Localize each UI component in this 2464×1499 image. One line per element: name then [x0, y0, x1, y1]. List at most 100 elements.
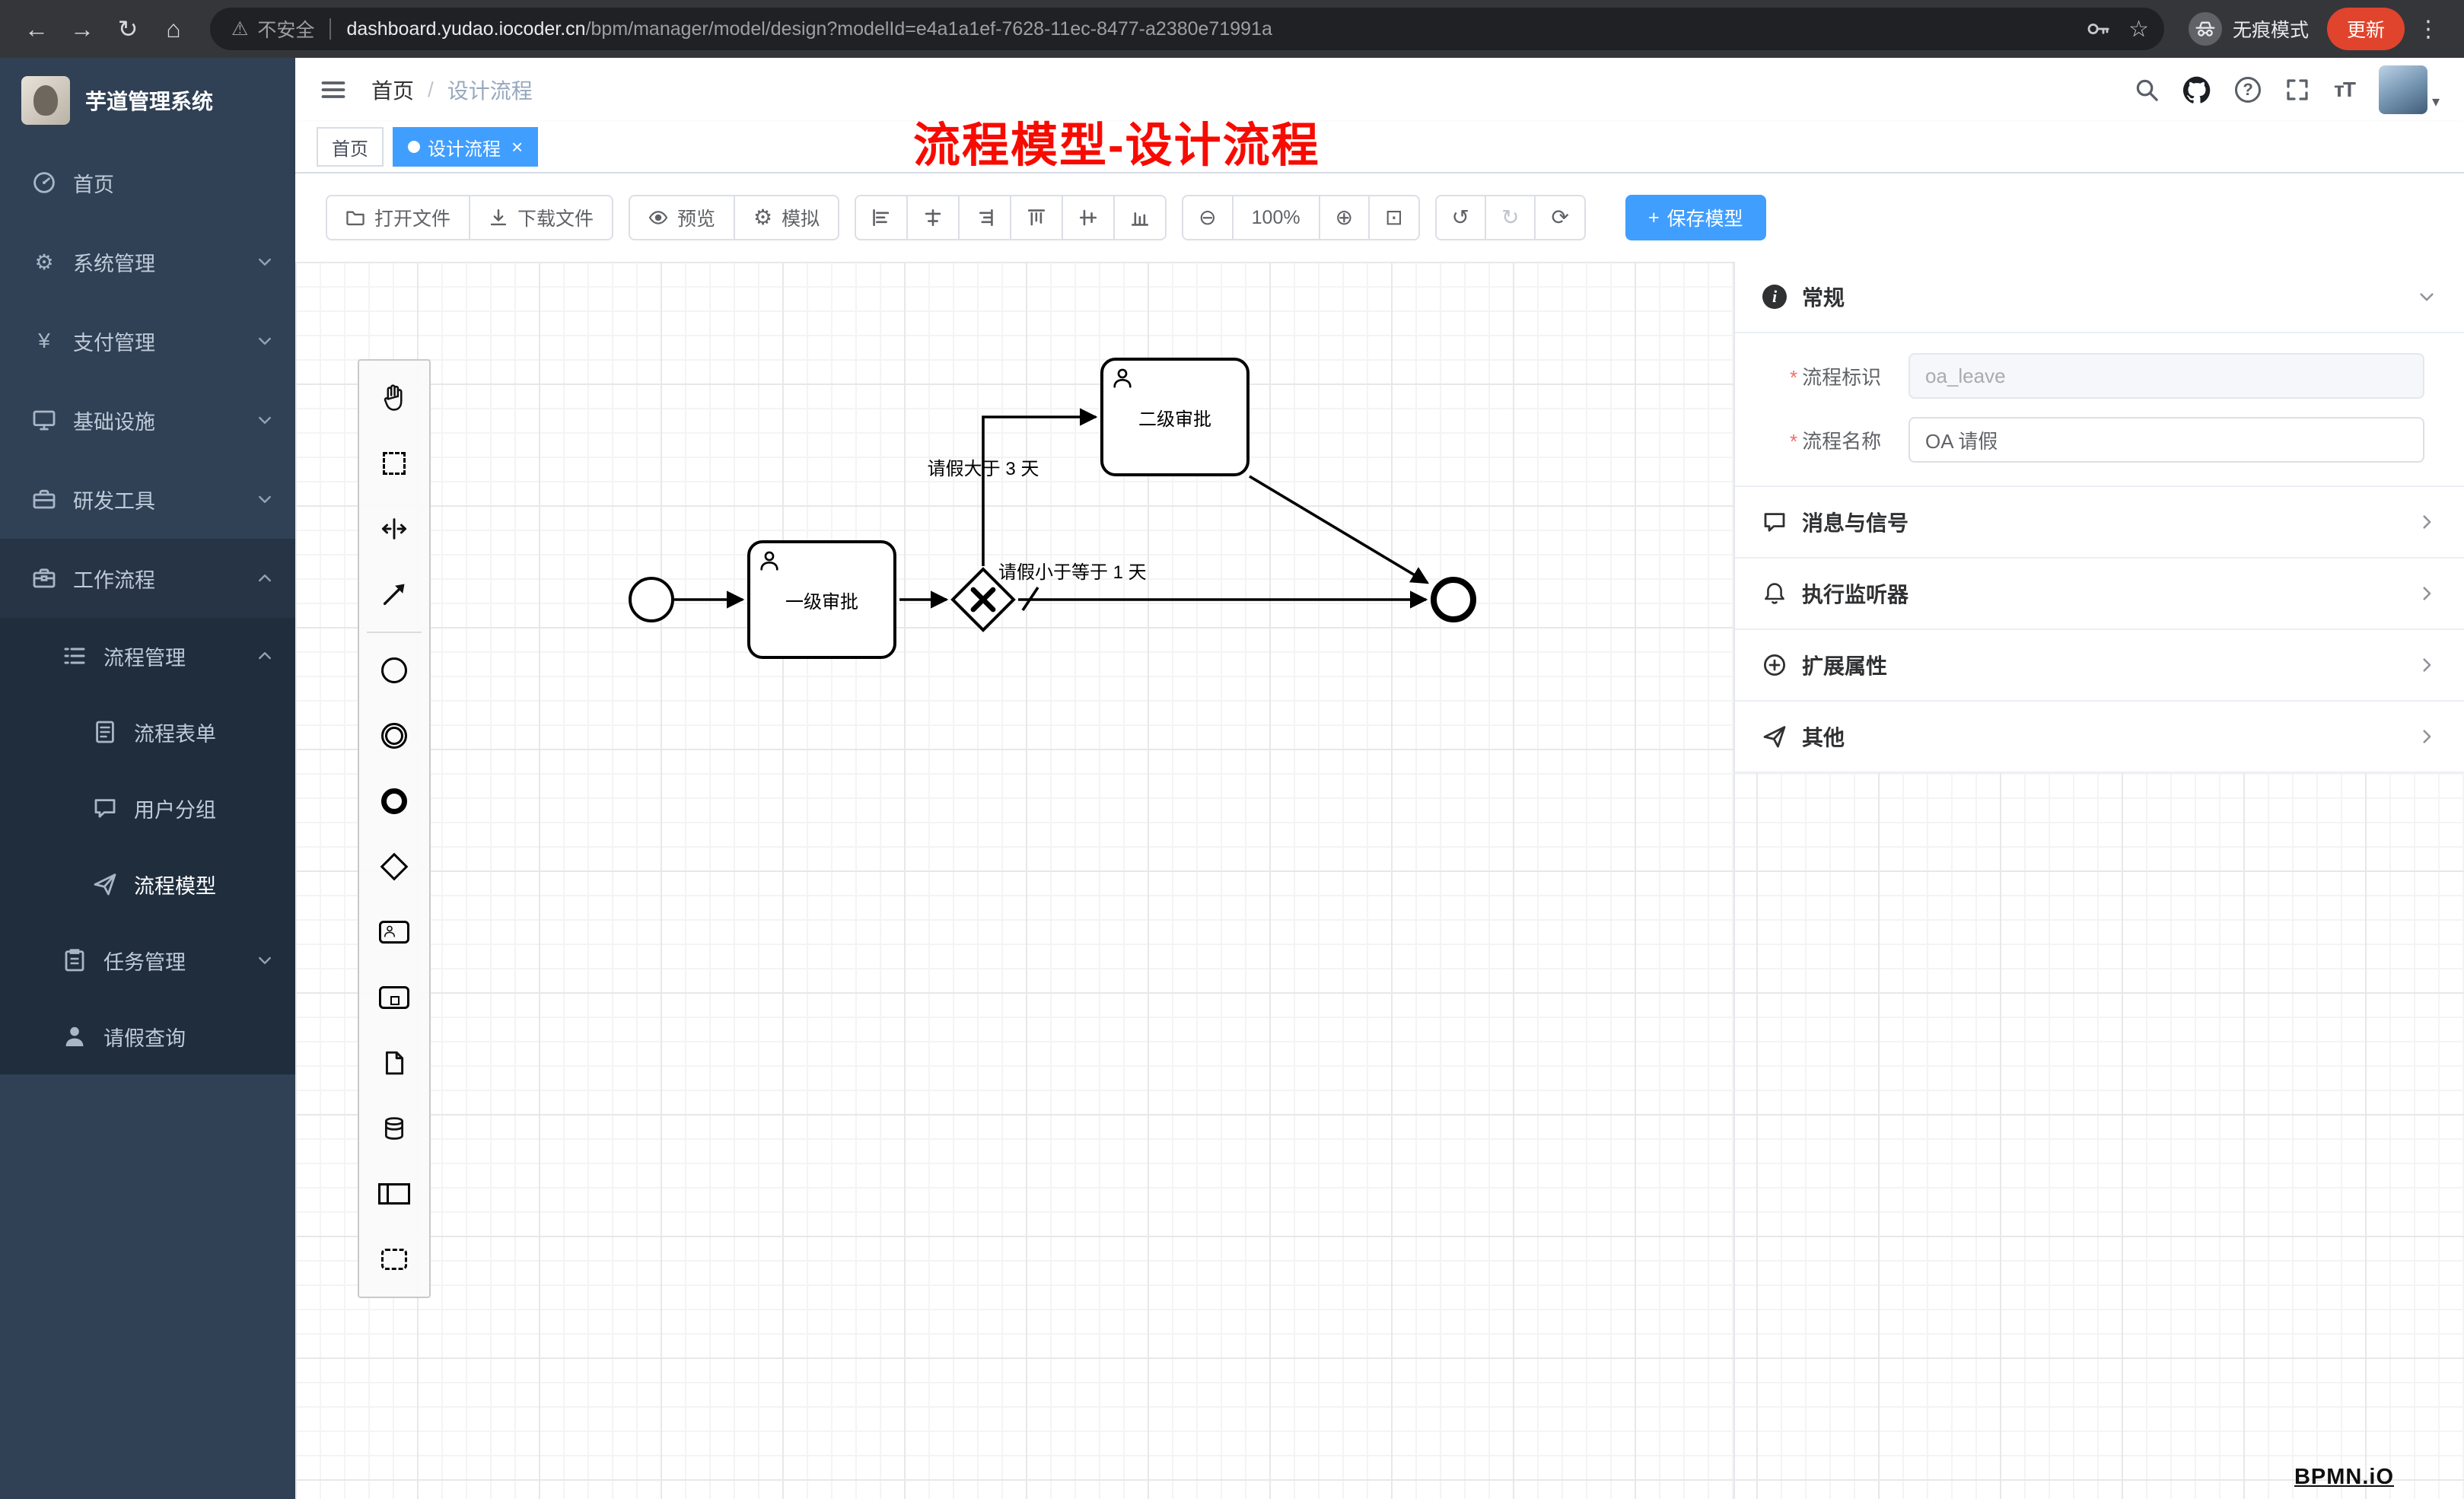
task-level1-approval[interactable]: 一级审批	[747, 540, 896, 659]
omnibox-divider	[329, 18, 332, 40]
align-bottom-button[interactable]	[1113, 195, 1167, 240]
undo-button[interactable]: ↺	[1434, 195, 1486, 240]
sidebar-item-label: 流程模型	[134, 874, 216, 898]
lasso-tool[interactable]	[359, 431, 429, 496]
forward-button[interactable]: →	[70, 14, 94, 43]
global-connect-tool[interactable]	[359, 562, 429, 627]
process-key-label: *流程标识	[1790, 365, 1882, 389]
create-subprocess[interactable]	[359, 965, 429, 1030]
sidebar-item-home[interactable]: 首页	[0, 143, 295, 222]
chevron-right-icon	[2417, 655, 2437, 675]
user-menu[interactable]: ▾	[2378, 65, 2440, 114]
search-icon[interactable]	[2135, 78, 2159, 102]
zoom-level[interactable]: 100%	[1231, 195, 1320, 240]
zoom-in-button[interactable]: ⊕	[1318, 195, 1370, 240]
create-data-object[interactable]	[359, 1030, 429, 1096]
create-intermediate-event[interactable]	[359, 703, 429, 769]
app-header: 首页 / 设计流程 ? тT ▾	[295, 58, 2464, 122]
back-button[interactable]: ←	[24, 14, 49, 43]
sidebar-item-process-model[interactable]: 流程模型	[0, 846, 295, 922]
font-size-icon[interactable]: тT	[2334, 78, 2356, 101]
create-start-event[interactable]	[359, 638, 429, 703]
preview-button[interactable]: 预览	[629, 195, 736, 240]
button-label: 模拟	[782, 208, 820, 230]
create-data-store[interactable]	[359, 1096, 429, 1161]
align-top-button[interactable]	[1010, 195, 1064, 240]
zoom-out-button[interactable]: ⊖	[1182, 195, 1234, 240]
align-right-button[interactable]	[958, 195, 1012, 240]
start-event-node[interactable]	[629, 577, 674, 622]
chevron-down-icon	[256, 951, 274, 969]
hand-tool[interactable]	[359, 365, 429, 431]
redo-button[interactable]: ↻	[1485, 195, 1536, 240]
github-icon[interactable]	[2183, 76, 2211, 103]
section-other[interactable]: 其他	[1735, 702, 2464, 773]
browser-toolbar: ← → ↻ ⌂ ⚠ 不安全 dashboard.yudao.iocoder.cn…	[0, 0, 2464, 58]
sidebar-item-infrastructure[interactable]: 基础设施	[0, 380, 295, 460]
sidebar-item-task-mgmt[interactable]: 任务管理	[0, 922, 295, 998]
download-file-button[interactable]: 下载文件	[469, 195, 614, 240]
browser-menu-icon[interactable]: ⋮	[2417, 16, 2440, 42]
align-left-button[interactable]	[855, 195, 909, 240]
participant-icon	[378, 1183, 410, 1205]
chevron-right-icon	[2417, 727, 2437, 746]
create-end-event[interactable]	[359, 769, 429, 834]
tag-design-process[interactable]: 设计流程 ×	[393, 127, 539, 167]
section-extended-attributes[interactable]: 扩展属性	[1735, 630, 2464, 702]
hamburger-icon[interactable]	[320, 76, 347, 103]
security-chip[interactable]: ⚠ 不安全	[231, 15, 314, 43]
app-logo-row: 芋道管理系统	[0, 58, 295, 143]
home-button[interactable]: ⌂	[166, 14, 181, 43]
sidebar-item-label: 首页	[73, 173, 114, 196]
space-tool[interactable]	[359, 496, 429, 562]
restart-button[interactable]: ⟳	[1534, 195, 1586, 240]
create-user-task[interactable]	[359, 899, 429, 965]
sidebar-item-payment-mgmt[interactable]: ¥ 支付管理	[0, 301, 295, 380]
align-middle-button[interactable]	[1062, 195, 1116, 240]
sidebar-item-user-group[interactable]: 用户分组	[0, 770, 295, 846]
simulate-button[interactable]: ⚙模拟	[734, 195, 840, 240]
align-center-button[interactable]	[906, 195, 960, 240]
address-bar[interactable]: ⚠ 不安全 dashboard.yudao.iocoder.cn/bpm/man…	[210, 8, 2164, 50]
sidebar-item-label: 流程表单	[134, 722, 216, 746]
sidebar-item-process-form[interactable]: 流程表单	[0, 694, 295, 770]
key-icon[interactable]	[2086, 17, 2110, 41]
save-model-button[interactable]: +保存模型	[1625, 195, 1766, 240]
sidebar-item-system-mgmt[interactable]: ⚙ 系统管理	[0, 222, 295, 301]
open-file-button[interactable]: 打开文件	[326, 195, 471, 240]
end-event-node[interactable]	[1431, 577, 1476, 622]
fullscreen-icon[interactable]	[2285, 78, 2310, 102]
tag-home[interactable]: 首页	[317, 127, 384, 167]
zoom-reset-button[interactable]: ⊡	[1368, 195, 1420, 240]
section-execution-listener[interactable]: 执行监听器	[1735, 559, 2464, 630]
create-participant[interactable]	[359, 1161, 429, 1227]
sidebar-item-workflow[interactable]: 工作流程	[0, 539, 295, 618]
browser-update-button[interactable]: 更新	[2326, 8, 2405, 50]
sidebar-item-label: 流程管理	[103, 646, 186, 670]
task-level2-approval[interactable]: 二级审批	[1100, 358, 1250, 476]
process-key-input[interactable]	[1908, 353, 2424, 399]
process-name-input[interactable]	[1908, 417, 2424, 463]
exclusive-gateway-node[interactable]	[950, 566, 1017, 633]
sidebar-item-label: 基础设施	[73, 410, 155, 434]
flow-label-less-equal-1-day[interactable]: 请假小于等于 1 天	[998, 562, 1147, 583]
sidebar-item-label: 研发工具	[73, 489, 155, 513]
sidebar-item-process-mgmt[interactable]: 流程管理	[0, 618, 295, 694]
chevron-right-icon	[2417, 512, 2437, 532]
breadcrumb-home[interactable]: 首页	[371, 79, 415, 103]
section-general[interactable]: i 常规	[1735, 262, 2464, 333]
bookmark-star-icon[interactable]: ☆	[2128, 16, 2149, 42]
section-message-signal[interactable]: 消息与信号	[1735, 487, 2464, 559]
active-dot	[408, 141, 420, 153]
close-icon[interactable]: ×	[511, 135, 524, 158]
bpmn-io-watermark[interactable]: BPMN.iO	[2294, 1465, 2394, 1489]
sidebar-item-leave-query[interactable]: 请假查询	[0, 998, 295, 1074]
avatar[interactable]	[2378, 65, 2427, 114]
create-group[interactable]	[359, 1227, 429, 1292]
sidebar-item-dev-tools[interactable]: 研发工具	[0, 460, 295, 539]
reload-button[interactable]: ↻	[117, 15, 138, 43]
help-icon[interactable]: ?	[2235, 77, 2262, 103]
create-gateway[interactable]	[359, 834, 429, 899]
sequence-flows[interactable]	[295, 262, 2464, 1499]
flow-label-greater-3-days[interactable]: 请假大于 3 天	[927, 459, 1039, 479]
